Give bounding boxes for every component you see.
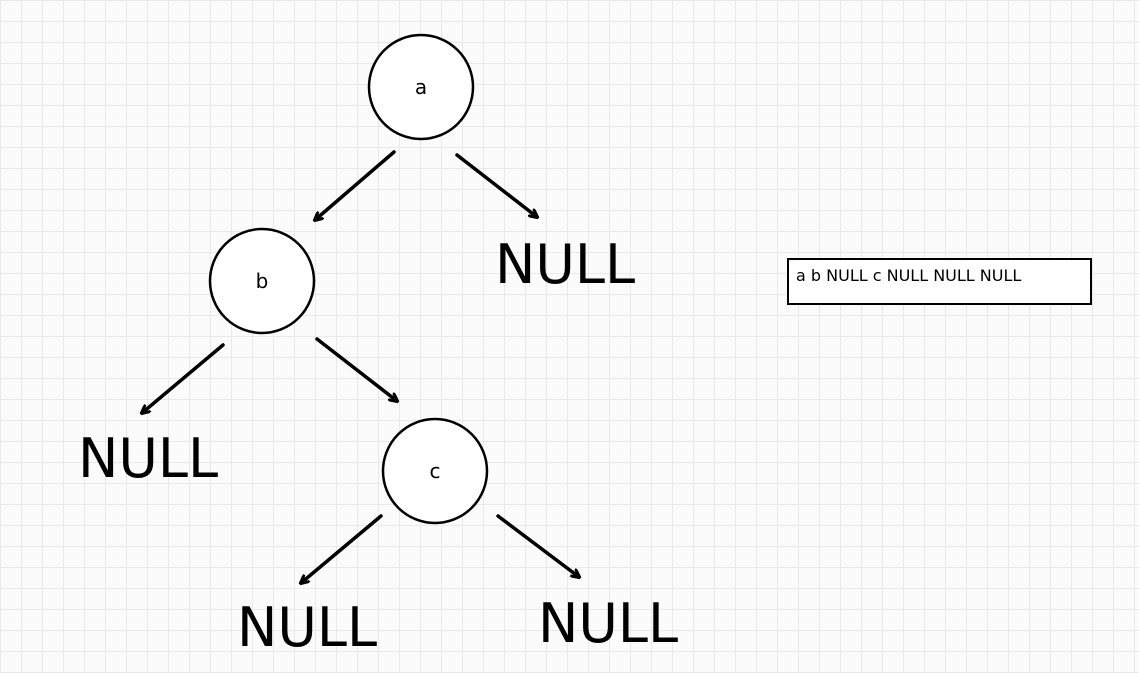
edge-b-null (142, 343, 225, 413)
node-c-label: c (430, 459, 441, 483)
node-b-label: b (256, 269, 269, 293)
node-c: c (381, 417, 489, 525)
null-label-c-right: NULL (538, 592, 678, 655)
null-label-b-left: NULL (78, 427, 218, 490)
sequence-box: a b NULL c NULL NULL NULL (787, 258, 1092, 305)
node-a-label: a (415, 75, 427, 99)
null-label-a-right: NULL (495, 233, 635, 296)
edge-a-b (315, 150, 396, 220)
null-label-c-left: NULL (237, 596, 377, 659)
node-a: a (367, 33, 475, 141)
node-b: b (208, 227, 316, 335)
edge-c-null-left (301, 514, 383, 583)
edge-b-c (315, 337, 397, 401)
edge-c-null-right (496, 514, 579, 577)
sequence-text: a b NULL c NULL NULL NULL (796, 266, 1021, 285)
edge-a-null (455, 153, 537, 217)
